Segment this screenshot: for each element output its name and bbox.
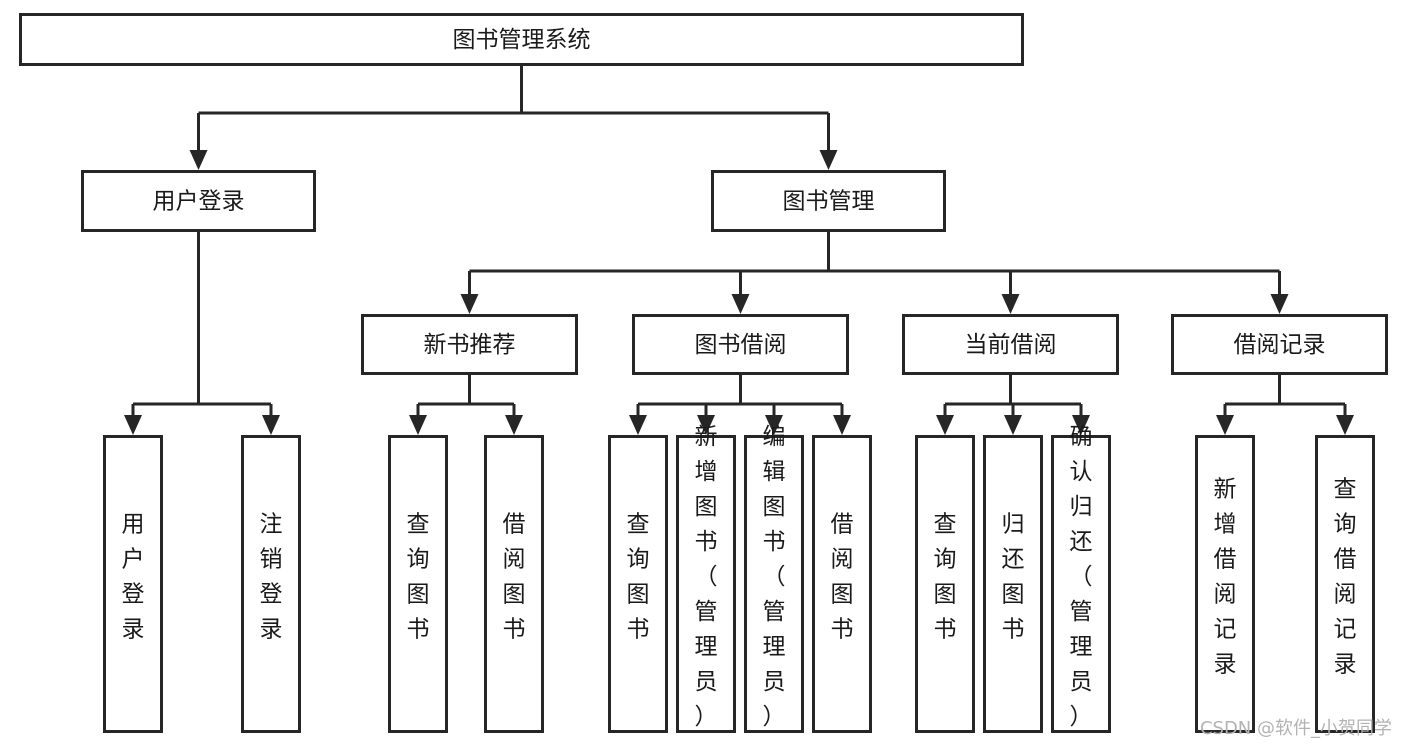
connector-arrowhead [819, 150, 838, 170]
node-label-current-borrow: 当前借阅 [965, 332, 1057, 358]
connector-layer [124, 66, 1354, 435]
node-leaf-query-book-3[interactable]: 查询图书 [915, 435, 975, 733]
node-box-book-borrow[interactable] [632, 314, 849, 375]
csdn-watermark: CSDN @软件_小贺同学 [1200, 718, 1392, 739]
connector-arrowhead [936, 415, 954, 435]
node-label-leaf-query-book-1: 查询图书 [407, 512, 430, 643]
node-label-leaf-add-book: 新增图书（管理员） [695, 424, 718, 730]
connector-arrowhead [833, 415, 851, 435]
connector-group-new-book-rec [409, 375, 523, 435]
connector-arrowhead [731, 294, 750, 314]
connector-group-borrow-record [1216, 375, 1354, 435]
node-label-user-login: 用户登录 [153, 189, 245, 215]
node-book-borrow[interactable]: 图书借阅 [632, 314, 849, 375]
connector-arrowhead [765, 415, 783, 435]
node-leaf-add-book[interactable]: 新增图书（管理员） [676, 424, 736, 733]
connector-arrowhead [1216, 415, 1234, 435]
node-box-leaf-confirm-return[interactable] [1051, 435, 1111, 733]
connector-arrowhead [189, 150, 208, 170]
node-leaf-logout[interactable]: 注销登录 [241, 435, 301, 733]
node-leaf-edit-book[interactable]: 编辑图书（管理员） [744, 424, 804, 733]
connector-arrowhead [697, 415, 715, 435]
node-box-new-book-rec[interactable] [361, 314, 578, 375]
node-borrow-record[interactable]: 借阅记录 [1171, 314, 1388, 375]
node-leaf-add-record[interactable]: 新增借阅记录 [1195, 435, 1255, 733]
node-box-current-borrow[interactable] [902, 314, 1119, 375]
node-leaf-user-login[interactable]: 用户登录 [103, 435, 163, 733]
node-box-leaf-query-book-1[interactable] [388, 435, 448, 733]
node-label-leaf-query-book-3: 查询图书 [934, 512, 957, 643]
connector-arrowhead [1336, 415, 1354, 435]
node-label-root: 图书管理系统 [453, 27, 591, 53]
node-book-manage[interactable]: 图书管理 [711, 170, 946, 232]
node-box-leaf-return-book[interactable] [983, 435, 1043, 733]
connector-arrowhead [409, 415, 427, 435]
node-label-leaf-edit-book: 编辑图书（管理员） [763, 424, 786, 730]
connector-arrowhead [629, 415, 647, 435]
node-box-user-login[interactable] [81, 170, 316, 232]
connector-group-book-manage [460, 232, 1289, 314]
connector-arrowhead [1270, 294, 1289, 314]
node-box-leaf-query-book-2[interactable] [608, 435, 668, 733]
node-box-leaf-add-book[interactable] [676, 435, 736, 733]
connector-arrowhead [1072, 415, 1090, 435]
node-box-leaf-logout[interactable] [241, 435, 301, 733]
node-box-leaf-add-record[interactable] [1195, 435, 1255, 733]
connector-arrowhead [460, 294, 479, 314]
connector-arrowhead [1004, 415, 1022, 435]
node-label-leaf-query-book-2: 查询图书 [627, 512, 650, 643]
connector-group-book-borrow [629, 375, 851, 435]
connector-arrowhead [262, 415, 280, 435]
node-layer: 图书管理系统用户登录图书管理新书推荐图书借阅当前借阅借阅记录用户登录注销登录查询… [19, 13, 1388, 733]
node-label-new-book-rec: 新书推荐 [424, 332, 516, 358]
connector-group-root [189, 66, 838, 170]
node-label-leaf-borrow-book-1: 借阅图书 [503, 512, 526, 643]
node-label-leaf-return-book: 归还图书 [1002, 512, 1025, 643]
node-leaf-query-book-1[interactable]: 查询图书 [388, 435, 448, 733]
node-label-leaf-confirm-return: 确认归还（管理员） [1070, 424, 1093, 730]
node-leaf-return-book[interactable]: 归还图书 [983, 435, 1043, 733]
node-label-book-manage: 图书管理 [783, 189, 875, 215]
node-label-leaf-borrow-book-2: 借阅图书 [831, 512, 854, 643]
node-label-leaf-add-record: 新增借阅记录 [1214, 477, 1237, 678]
node-new-book-rec[interactable]: 新书推荐 [361, 314, 578, 375]
node-leaf-borrow-book-1[interactable]: 借阅图书 [484, 435, 544, 733]
node-leaf-confirm-return[interactable]: 确认归还（管理员） [1051, 424, 1111, 733]
node-box-root[interactable] [19, 13, 1024, 66]
node-user-login[interactable]: 用户登录 [81, 170, 316, 232]
node-leaf-query-record[interactable]: 查询借阅记录 [1315, 435, 1375, 733]
connector-group-current-borrow [936, 375, 1090, 435]
node-box-leaf-borrow-book-1[interactable] [484, 435, 544, 733]
node-box-leaf-borrow-book-2[interactable] [812, 435, 872, 733]
node-label-leaf-logout: 注销登录 [260, 512, 283, 643]
node-leaf-borrow-book-2[interactable]: 借阅图书 [812, 435, 872, 733]
node-root[interactable]: 图书管理系统 [19, 13, 1024, 66]
node-box-borrow-record[interactable] [1171, 314, 1388, 375]
node-label-leaf-user-login: 用户登录 [122, 512, 145, 643]
node-current-borrow[interactable]: 当前借阅 [902, 314, 1119, 375]
node-box-leaf-edit-book[interactable] [744, 435, 804, 733]
connector-arrowhead [505, 415, 523, 435]
node-box-leaf-query-book-3[interactable] [915, 435, 975, 733]
node-label-borrow-record: 借阅记录 [1234, 332, 1326, 358]
node-label-leaf-query-record: 查询借阅记录 [1334, 477, 1357, 678]
connector-group-user-login [124, 232, 280, 435]
node-label-book-borrow: 图书借阅 [695, 332, 787, 358]
node-box-book-manage[interactable] [711, 170, 946, 232]
node-box-leaf-query-record[interactable] [1315, 435, 1375, 733]
connector-arrowhead [124, 415, 142, 435]
node-box-leaf-user-login[interactable] [103, 435, 163, 733]
connector-arrowhead [1001, 294, 1020, 314]
node-leaf-query-book-2[interactable]: 查询图书 [608, 435, 668, 733]
